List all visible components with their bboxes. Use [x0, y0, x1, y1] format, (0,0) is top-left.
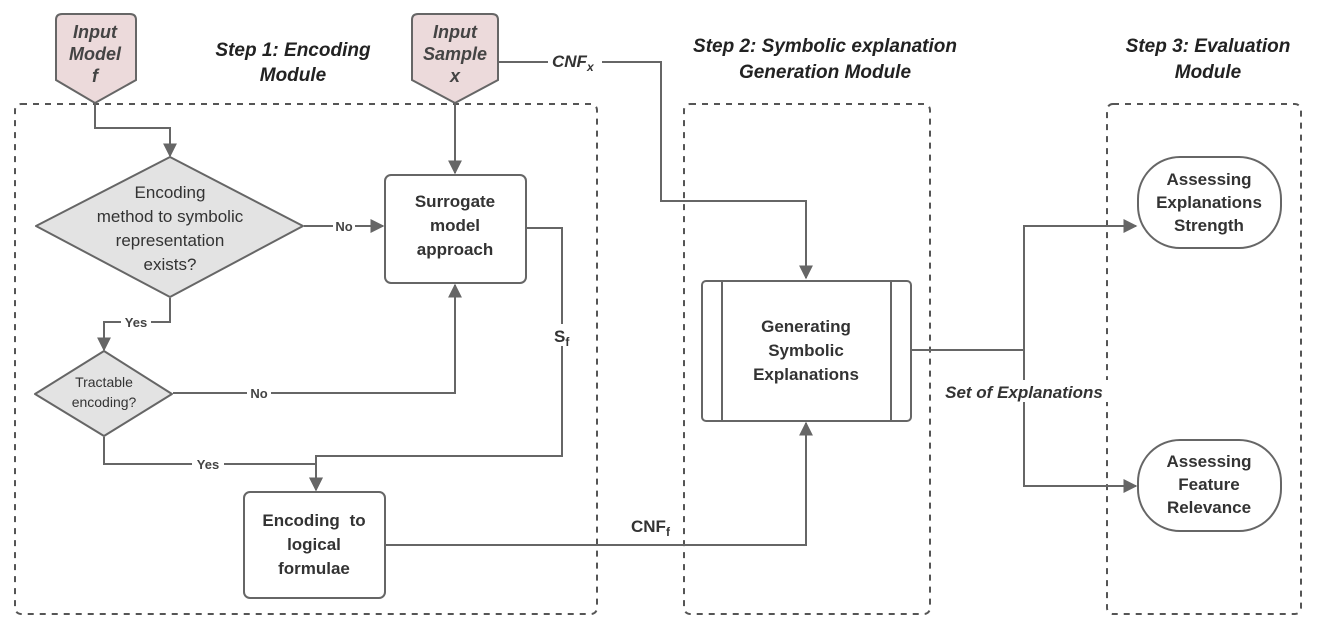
svg-text:Generating: Generating	[761, 317, 851, 336]
svg-text:Module: Module	[1175, 62, 1242, 83]
svg-text:Assessing: Assessing	[1166, 452, 1251, 471]
svg-text:Generation Module: Generation Module	[739, 62, 912, 83]
generation-module-boundary	[683, 103, 931, 615]
svg-text:Sample: Sample	[423, 44, 487, 64]
input-sample-shape: Input Sample x	[411, 13, 499, 105]
label-no-2: No	[250, 386, 267, 401]
svg-text:Model: Model	[69, 44, 122, 64]
generating-explanations-box: Generating Symbolic Explanations	[701, 280, 912, 422]
svg-text:Tractable: Tractable	[75, 374, 133, 390]
label-cnf-x: CNFx	[552, 52, 595, 74]
svg-text:x: x	[449, 66, 461, 86]
svg-text:logical: logical	[287, 535, 341, 554]
svg-text:model: model	[430, 216, 480, 235]
edge-to-strength	[1023, 219, 1138, 350]
svg-text:Input: Input	[73, 22, 118, 42]
svg-text:Step 1: Encoding: Step 1: Encoding	[215, 40, 371, 61]
edge-sample-to-generating	[499, 61, 813, 280]
svg-text:Assessing: Assessing	[1166, 170, 1251, 189]
label-set-of-explanations: Set of Explanations	[945, 383, 1103, 402]
svg-text:Input: Input	[433, 22, 478, 42]
svg-text:Relevance: Relevance	[1167, 498, 1251, 517]
svg-text:f: f	[92, 66, 100, 86]
step3-heading: Step 3: Evaluation Module	[1126, 36, 1291, 83]
edge-tractable-no-to-surrogate	[173, 283, 462, 394]
edge-to-feature	[1023, 350, 1138, 493]
svg-text:method to symbolic: method to symbolic	[97, 207, 244, 226]
encoding-module-boundary	[14, 103, 598, 615]
svg-text:approach: approach	[417, 240, 494, 259]
step2-heading: Step 2: Symbolic explanation Generation …	[693, 36, 957, 83]
label-yes-2: Yes	[197, 457, 219, 472]
svg-text:Step 2: Symbolic explanation: Step 2: Symbolic explanation	[693, 36, 957, 57]
svg-text:Module: Module	[260, 65, 327, 86]
svg-text:Explanations: Explanations	[753, 365, 859, 384]
edge-encoding-to-generating	[386, 421, 813, 546]
svg-text:exists?: exists?	[144, 255, 197, 274]
svg-text:Explanations: Explanations	[1156, 193, 1262, 212]
decision-tractable-encoding: Tractable encoding?	[34, 350, 173, 437]
svg-text:Surrogate: Surrogate	[415, 192, 495, 211]
label-s-f: Sf	[554, 327, 570, 349]
label-no-1: No	[335, 219, 352, 234]
svg-text:Feature: Feature	[1178, 475, 1239, 494]
svg-text:formulae: formulae	[278, 559, 350, 578]
svg-text:Encoding: Encoding	[135, 183, 206, 202]
svg-text:Encoding to: Encoding to	[262, 511, 365, 530]
label-yes-1: Yes	[125, 315, 147, 330]
assess-strength-terminal: Assessing Explanations Strength	[1137, 156, 1282, 249]
edge-model-to-decision	[94, 103, 177, 158]
input-model-shape: Input Model f	[55, 13, 137, 105]
svg-text:Step 3: Evaluation: Step 3: Evaluation	[1126, 36, 1291, 57]
assess-feature-terminal: Assessing Feature Relevance	[1137, 439, 1282, 532]
surrogate-model-box: Surrogate model approach	[384, 174, 527, 284]
svg-text:representation: representation	[116, 231, 225, 250]
svg-text:Symbolic: Symbolic	[768, 341, 844, 360]
decision-encoding-exists: Encoding method to symbolic representati…	[35, 156, 304, 298]
label-cnf-f: CNFf	[631, 517, 671, 539]
svg-text:Strength: Strength	[1174, 216, 1244, 235]
svg-text:encoding?: encoding?	[72, 394, 137, 410]
encoding-logical-box: Encoding to logical formulae	[243, 491, 386, 599]
step1-heading: Step 1: Encoding Module	[215, 40, 371, 86]
